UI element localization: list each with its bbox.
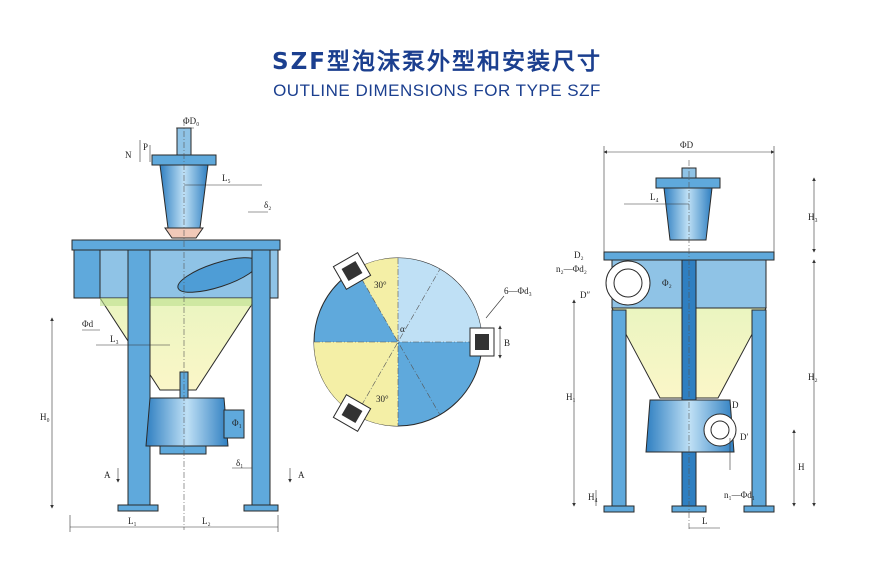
- label-h2: H₂: [808, 372, 818, 382]
- label-l3: L₃: [110, 334, 119, 344]
- right-leg-1: [611, 309, 627, 511]
- right-discharge-flange: [703, 413, 737, 447]
- label-l: L: [702, 516, 708, 526]
- label-a-right: A: [298, 470, 305, 480]
- left-pump-casing: [145, 397, 229, 447]
- label-h4: H₄: [588, 492, 598, 502]
- section-bolt-right: [469, 327, 495, 357]
- right-motor-flange: [655, 177, 721, 189]
- left-foot-2: [243, 504, 279, 512]
- label-d-double-prime: D″: [580, 290, 590, 300]
- title-chinese: SZF型泡沫泵外型和安装尺寸: [272, 49, 602, 75]
- label-angle-top: 30°: [374, 280, 387, 290]
- label-angle-bottom: 30°: [376, 394, 389, 404]
- section-quadrant-yellow-2: [356, 257, 398, 342]
- label-h0: H₀: [40, 412, 50, 422]
- left-bearing-support: [159, 164, 209, 229]
- label-p: P: [143, 142, 148, 152]
- section-quadrant-light: [398, 258, 482, 342]
- label-n2-phi-d2: n₂—Φd₂: [556, 264, 587, 274]
- left-discharge-flange: [223, 409, 245, 439]
- left-top-plate: [71, 239, 281, 251]
- label-phi1: Φ₁: [232, 418, 242, 428]
- title-english: OUTLINE DIMENSIONS FOR TYPE SZF: [273, 81, 601, 100]
- left-elevation-view: ΦD₀ N P L₅ δ₂ Φd L₃ H₀ Φ₁ A A δ₁ L₁ L₂: [40, 116, 305, 532]
- section-bolt-top: [332, 252, 372, 290]
- right-elevation-view: ΦD H₃ L₄ D₂ n₂—Φd₂ D″ Φ₂ H₁ H₂ D D′ H n₁…: [556, 140, 818, 530]
- label-h3: H₃: [808, 212, 818, 222]
- label-phi-d0: ΦD₀: [183, 116, 199, 126]
- left-foot-1: [117, 504, 159, 512]
- label-b: B: [504, 338, 510, 348]
- left-foam-band: [100, 298, 256, 306]
- label-n1-phi-d1: n₁—Φd₁: [724, 490, 755, 500]
- label-n: N: [125, 150, 132, 160]
- label-delta2: δ₂: [264, 200, 271, 210]
- label-d: D: [732, 400, 739, 410]
- right-leg-2: [751, 309, 767, 511]
- left-cone: [99, 297, 257, 391]
- label-d2: D₂: [574, 250, 584, 260]
- section-quadrant-yellow-3: [356, 342, 398, 427]
- label-alpha: α: [400, 324, 405, 334]
- section-quadrant-yellow-1: [313, 342, 398, 415]
- label-l1: L₁: [128, 516, 137, 526]
- left-inlet-box: [73, 249, 101, 299]
- label-l5: L₅: [222, 173, 231, 183]
- section-view-a-a: 30° 30° α 6—Φd₃ B: [313, 252, 532, 432]
- label-h1: H₁: [566, 392, 576, 402]
- label-holes: 6—Φd₃: [504, 286, 532, 296]
- right-bearing-support: [663, 187, 713, 241]
- label-phi-d: Φd: [82, 319, 94, 329]
- label-d-prime: D′: [740, 432, 748, 442]
- label-h: H: [798, 462, 805, 472]
- label-l4: L₄: [650, 192, 659, 202]
- left-leg-1: [127, 249, 151, 511]
- label-delta1: δ₁: [236, 458, 243, 468]
- label-phi2: Φ₂: [662, 278, 672, 288]
- left-pump-base: [159, 445, 207, 455]
- label-a-left: A: [104, 470, 111, 480]
- label-phi-d-top: ΦD: [680, 140, 694, 150]
- right-foot-2: [743, 505, 775, 513]
- section-bolt-bottom: [332, 394, 372, 432]
- left-leg-2: [251, 249, 271, 511]
- right-foot-1: [603, 505, 635, 513]
- right-inlet-flange: [605, 260, 651, 306]
- label-l2: L₂: [202, 516, 211, 526]
